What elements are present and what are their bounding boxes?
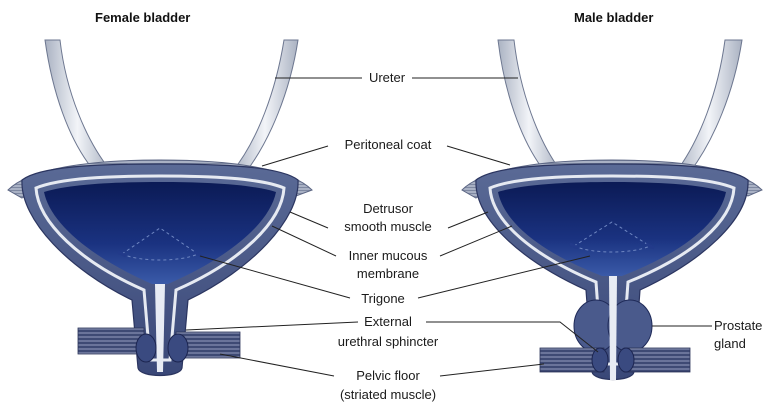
leader-pelvic-male <box>440 364 544 376</box>
leader-detrusor-female <box>290 212 328 228</box>
female-sphincter-right <box>168 334 188 362</box>
label-trigone: Trigone <box>346 291 420 307</box>
label-ureter: Ureter <box>362 70 412 86</box>
male-ureter-left <box>498 40 560 172</box>
leader-pelvic-female <box>220 354 334 376</box>
female-bladder <box>8 40 312 376</box>
label-sphincter-line1: External <box>326 314 450 330</box>
label-mucous-line1: Inner mucous <box>326 248 450 264</box>
label-prostate-line1: Prostate <box>714 318 762 334</box>
label-detrusor-line2: smooth muscle <box>326 219 450 235</box>
label-prostate-line2: gland <box>714 336 746 352</box>
label-pelvic-line1: Pelvic floor <box>326 368 450 384</box>
female-ureter-left <box>45 40 110 172</box>
label-mucous-line2: membrane <box>326 266 450 282</box>
label-peritoneal-coat: Peritoneal coat <box>326 137 450 153</box>
female-sphincter-left <box>136 334 156 362</box>
label-detrusor-line1: Detrusor <box>326 201 450 217</box>
female-ureter-right <box>232 40 298 172</box>
male-ureter-right <box>676 40 742 172</box>
male-sphincter-left <box>592 348 608 372</box>
male-cavity <box>498 182 726 276</box>
leader-mucous-male <box>440 226 512 256</box>
label-pelvic-line2: (striated muscle) <box>318 387 458 403</box>
label-sphincter-line2: urethral sphincter <box>316 334 460 350</box>
male-urethra <box>609 276 617 380</box>
male-sphincter-right <box>618 348 634 372</box>
leader-detrusor-male <box>448 212 488 228</box>
female-cavity <box>44 182 276 284</box>
female-pelvic-floor-left <box>78 328 144 354</box>
leader-peritoneal-male <box>447 146 510 165</box>
leader-peritoneal-female <box>262 146 328 166</box>
